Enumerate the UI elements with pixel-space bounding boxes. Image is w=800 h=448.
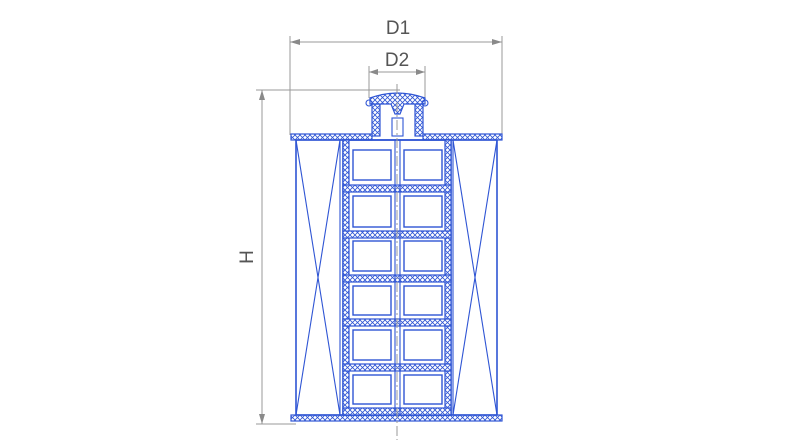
h-label: H [237,250,258,264]
d1-label: D1 [386,18,410,39]
dimension-d2: D2 [368,50,426,98]
dimension-h: H [237,89,400,425]
d2-label: D2 [385,50,409,71]
dimension-d1: D1 [289,18,503,135]
outer-housing [295,139,498,416]
